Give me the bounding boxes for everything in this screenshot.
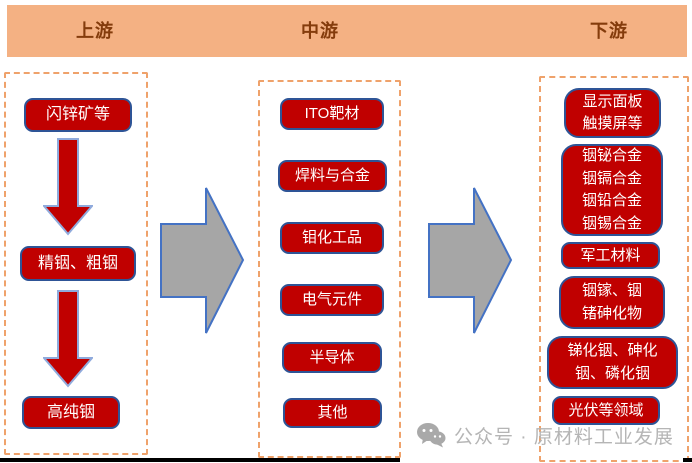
watermark: 公众号 · 原材料工业发展 (416, 418, 692, 452)
upstream-node-refined-indium: 精铟、粗铟 (20, 246, 136, 281)
bottom-rule-left (0, 458, 400, 462)
downstream-node-photovoltaics: 光伏等领域 (552, 396, 660, 425)
midstream-node-other: 其他 (283, 398, 382, 428)
flow-down-arrow-1 (43, 138, 93, 236)
upstream-column (4, 72, 148, 455)
flow-right-arrow-midstream-downstream (428, 187, 513, 334)
upstream-node-sphalerite: 闪锌矿等 (24, 98, 132, 132)
header-upstream-label: 上游 (76, 21, 114, 41)
watermark-text: 公众号 · 原材料工业发展 (454, 426, 674, 448)
downstream-node-insb-inas-inp: 锑化铟、砷化 铟、磷化铟 (547, 336, 678, 389)
header-band: 上游 中游 下游 (7, 5, 687, 57)
downstream-node-ingaas-compounds: 铟镓、铟 锗砷化物 (559, 276, 665, 329)
wechat-icon (417, 423, 446, 448)
midstream-column (258, 80, 401, 458)
midstream-node-ito-target: ITO靶材 (280, 98, 384, 130)
downstream-node-military-materials: 军工材料 (561, 242, 660, 269)
flow-down-arrow-2 (43, 290, 93, 388)
midstream-node-electrical-components: 电气元件 (280, 284, 384, 316)
header-downstream-label: 下游 (590, 21, 628, 41)
downstream-node-display-panel: 显示面板 触摸屏等 (564, 88, 661, 138)
midstream-node-semiconductor: 半导体 (282, 342, 382, 373)
midstream-node-chemical-products: 钼化工品 (280, 222, 384, 254)
downstream-node-indium-alloys: 铟铋合金 铟镉合金 铟铅合金 铟锡合金 (561, 144, 663, 236)
flow-right-arrow-upstream-midstream (160, 187, 245, 334)
midstream-node-solder-alloy: 焊料与合金 (278, 160, 387, 192)
header-midstream-label: 中游 (301, 21, 339, 41)
downstream-column (539, 76, 689, 462)
bottom-rule-right (683, 458, 692, 462)
upstream-node-high-purity-indium: 高纯铟 (22, 396, 120, 429)
